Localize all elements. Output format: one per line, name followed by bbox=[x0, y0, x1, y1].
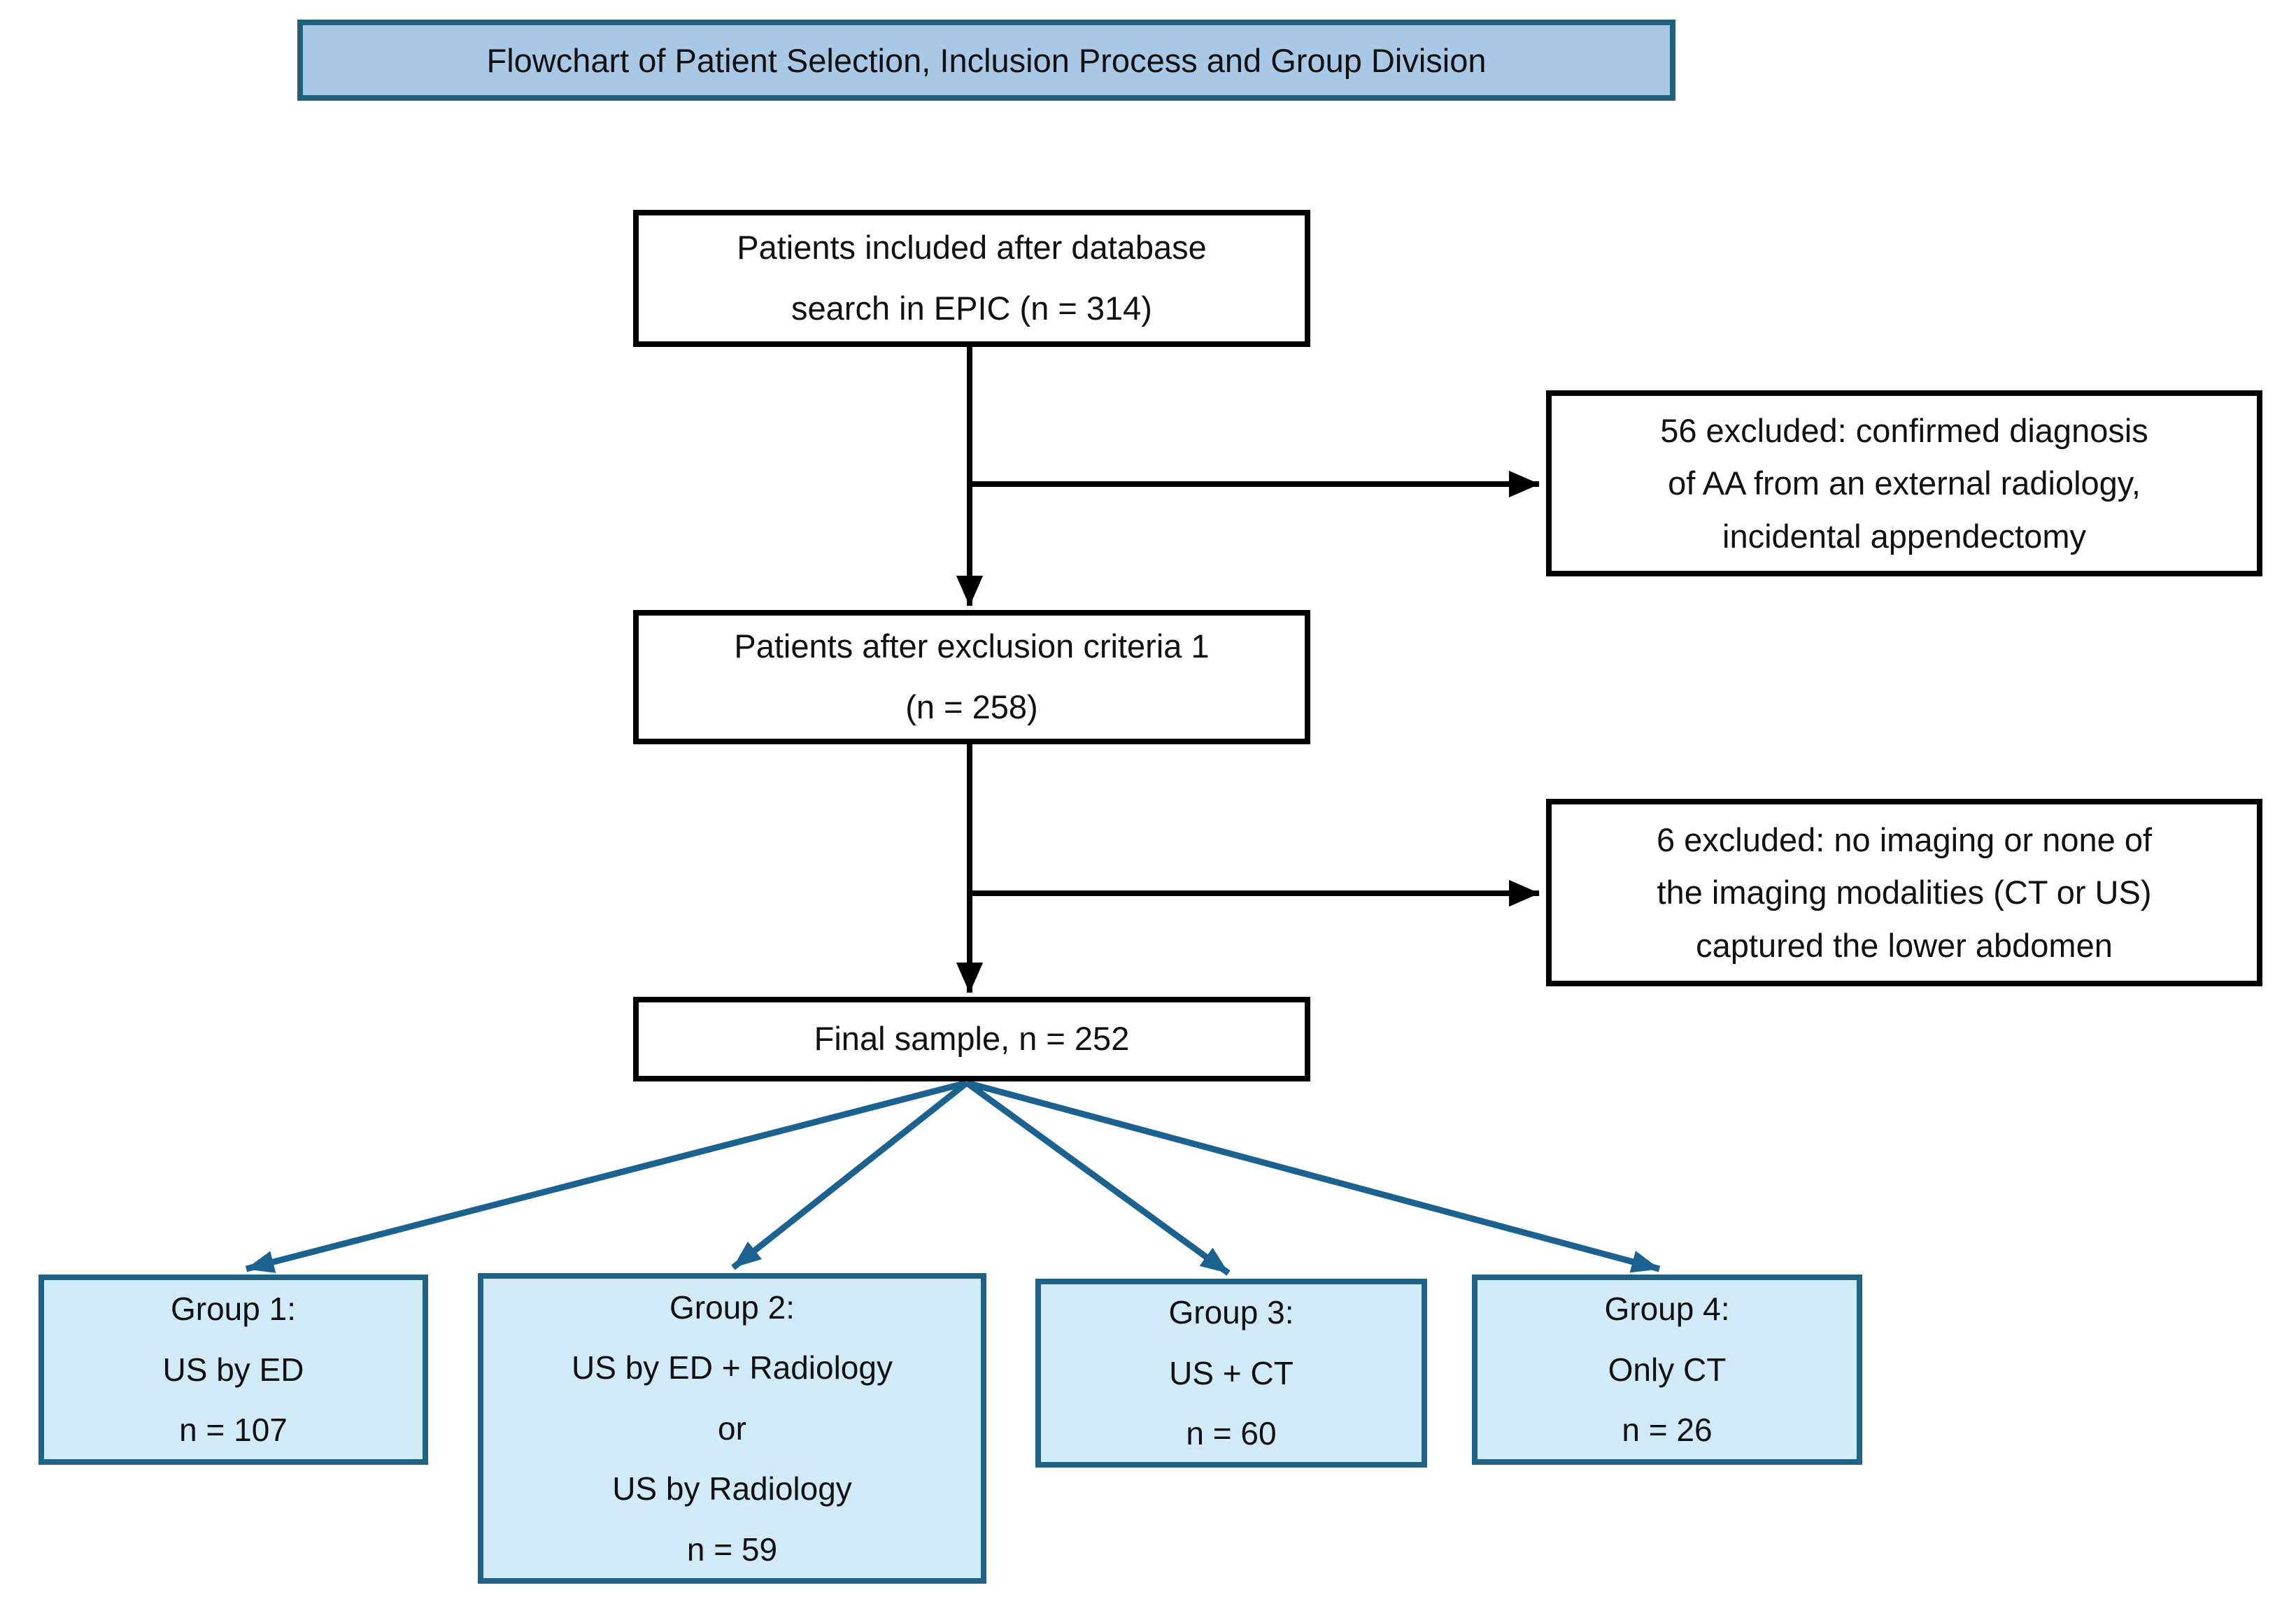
title-box: Flowchart of Patient Selection, Inclusio… bbox=[297, 20, 1675, 101]
node-group-2: Group 2: US by ED + Radiology or US by R… bbox=[478, 1273, 986, 1584]
node-after-exclusion-1: Patients after exclusion criteria 1 (n =… bbox=[633, 610, 1310, 744]
node-group-1-text: Group 1: US by ED n = 107 bbox=[162, 1291, 304, 1449]
fan-arrow-group3 bbox=[965, 1080, 1231, 1276]
node-group-2-text: Group 2: US by ED + Radiology or US by R… bbox=[572, 1289, 893, 1568]
node-final-sample: Final sample, n = 252 bbox=[633, 997, 1310, 1081]
node-epic-search: Patients included after database search … bbox=[633, 210, 1310, 347]
title-text: Flowchart of Patient Selection, Inclusio… bbox=[486, 41, 1487, 79]
node-excluded-1-text: 56 excluded: confirmed diagnosis of AA f… bbox=[1660, 412, 2148, 555]
node-after-exclusion-1-text: Patients after exclusion criteria 1 (n =… bbox=[734, 627, 1210, 725]
node-group-3: Group 3: US + CT n = 60 bbox=[1035, 1279, 1427, 1468]
fan-arrow-group1 bbox=[245, 1079, 968, 1273]
node-group-4: Group 4: Only CT n = 26 bbox=[1472, 1275, 1862, 1465]
node-group-4-text: Group 4: Only CT n = 26 bbox=[1604, 1291, 1730, 1449]
node-group-3-text: Group 3: US + CT n = 60 bbox=[1168, 1294, 1294, 1452]
node-epic-search-text: Patients included after database search … bbox=[737, 229, 1207, 327]
node-final-sample-text: Final sample, n = 252 bbox=[814, 1020, 1130, 1058]
fan-arrow-group2 bbox=[731, 1080, 969, 1270]
node-excluded-2-text: 6 excluded: no imaging or none of the im… bbox=[1656, 821, 2153, 964]
node-excluded-1: 56 excluded: confirmed diagnosis of AA f… bbox=[1546, 390, 2262, 576]
fan-arrow-group4 bbox=[965, 1079, 1661, 1273]
node-group-1: Group 1: US by ED n = 107 bbox=[38, 1275, 428, 1465]
node-excluded-2: 6 excluded: no imaging or none of the im… bbox=[1546, 799, 2262, 986]
